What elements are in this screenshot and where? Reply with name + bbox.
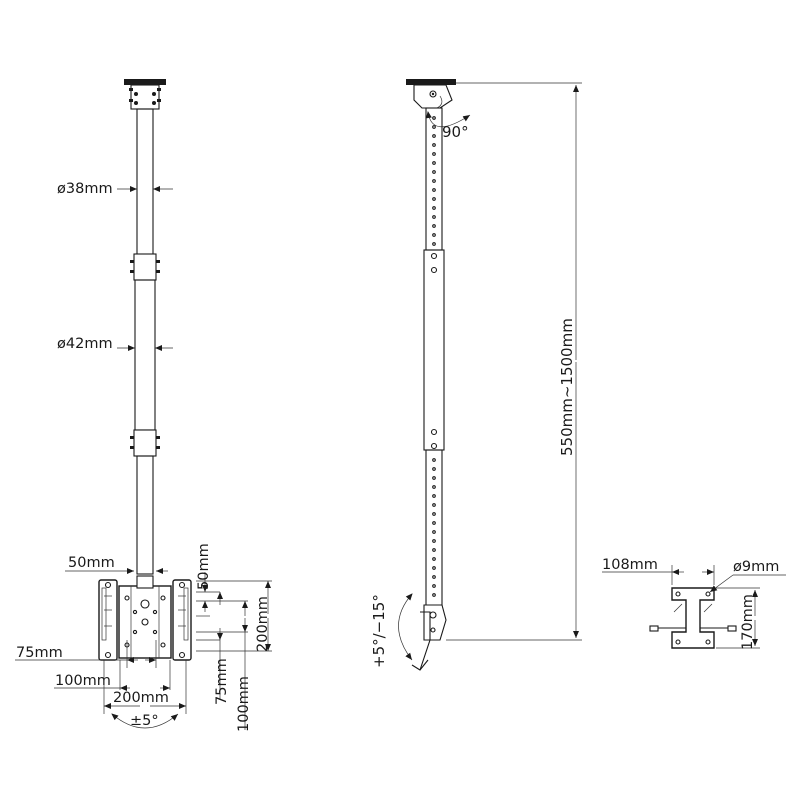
upper-pole-diameter-label: ø38mm <box>57 181 113 197</box>
adjustment-hole <box>432 215 436 219</box>
adjustment-hole <box>432 143 436 147</box>
adjustment-hole <box>432 188 436 192</box>
base-plate-outline <box>671 587 715 649</box>
rotation-label: 90° <box>442 123 469 141</box>
vesa-v-75-label: 75mm <box>214 658 230 705</box>
adjustment-hole <box>432 503 436 507</box>
vesa-h-100-label: 100mm <box>55 673 111 689</box>
side-lower-tube <box>425 449 443 611</box>
adjustment-hole <box>432 512 436 516</box>
adjustment-hole <box>432 593 436 597</box>
lower-pole-diameter-label: ø42mm <box>57 336 113 352</box>
vesa-v-50-label: 50mm <box>196 543 212 590</box>
adjustment-hole <box>432 170 436 174</box>
adjustment-hole <box>432 224 436 228</box>
adjustment-hole <box>432 116 436 120</box>
upper-pole <box>136 108 154 256</box>
adjustment-hole <box>432 557 436 561</box>
upper-joint <box>133 253 157 281</box>
adjustment-hole <box>432 521 436 525</box>
vesa-h-200-label: 200mm <box>113 690 169 706</box>
vesa-v-200-label: 200mm <box>255 596 271 652</box>
adjustment-hole <box>432 179 436 183</box>
top-bracket <box>130 84 160 110</box>
adjustment-hole <box>432 134 436 138</box>
hole-diameter-label: ø9mm <box>733 559 779 575</box>
vesa-v-100-label: 100mm <box>236 676 252 732</box>
adjustment-hole <box>432 161 436 165</box>
lower-pole <box>134 279 156 431</box>
adjustment-hole <box>432 476 436 480</box>
side-view: 90° +5°/−15° 550mm~1500mm <box>370 79 582 671</box>
adjustment-hole <box>432 575 436 579</box>
side-ceiling-plate <box>406 79 456 85</box>
adjustment-hole <box>432 530 436 534</box>
adjustment-hole <box>432 494 436 498</box>
adjustment-hole <box>432 548 436 552</box>
pole-width-label: 50mm <box>68 555 115 571</box>
lower-joint <box>133 429 157 457</box>
tilt-head <box>423 604 447 641</box>
tilt-arc <box>398 593 413 661</box>
adjustment-hole <box>432 458 436 462</box>
adjustment-hole <box>432 125 436 129</box>
rotation-arc <box>425 111 471 128</box>
side-middle-tube <box>423 249 445 451</box>
adjustment-hole <box>432 152 436 156</box>
vesa-h-75-label: 75mm <box>16 645 63 661</box>
plate-width-label: 108mm <box>602 557 658 573</box>
ceiling-plate <box>124 79 166 85</box>
tilt-label: +5°/−15° <box>370 594 388 668</box>
base-plate-view: 108mm ø9mm 170mm <box>602 557 786 650</box>
front-view: ø38mm ø42mm 50mm <box>15 79 272 732</box>
adjustment-hole <box>432 206 436 210</box>
vesa-frame <box>98 575 192 661</box>
height-range-label: 550mm~1500mm <box>558 318 576 456</box>
adjustment-hole <box>432 539 436 543</box>
adjustment-hole <box>432 467 436 471</box>
adjustment-hole <box>432 233 436 237</box>
adjustment-hole <box>432 566 436 570</box>
plate-height-label: 170mm <box>740 594 756 650</box>
right-arm <box>172 579 192 661</box>
side-upper-tube <box>425 107 443 251</box>
swivel-label: ±5° <box>130 713 159 729</box>
adjustment-hole <box>432 242 436 246</box>
adjustment-hole <box>432 197 436 201</box>
adjustment-hole <box>432 485 436 489</box>
bottom-pole <box>136 455 154 575</box>
swivel-arc <box>111 713 179 729</box>
adjustment-hole <box>432 584 436 588</box>
